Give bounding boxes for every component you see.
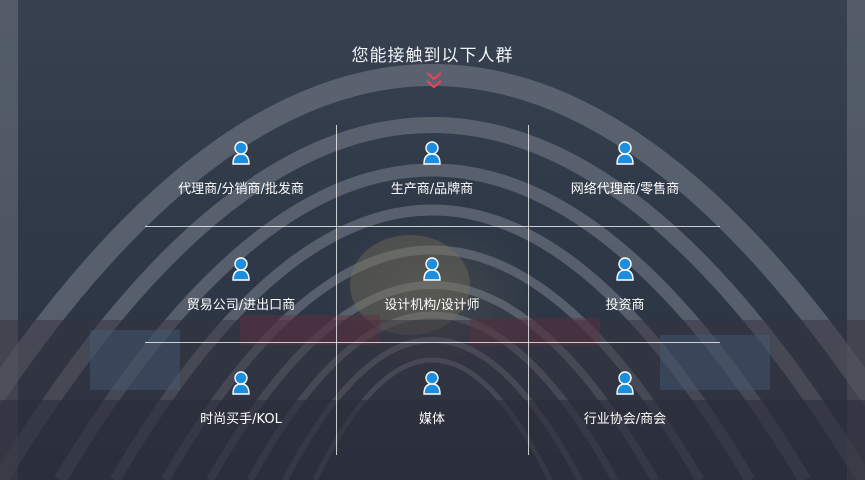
user-icon (423, 371, 441, 395)
audience-item: 生产商/品牌商 (337, 140, 527, 230)
audience-label: 设计机构/设计师 (384, 298, 480, 313)
audience-item: 时尚买手/KOL (146, 370, 336, 460)
audience-label: 时尚买手/KOL (200, 412, 282, 427)
grid-horizontal-line-2 (145, 342, 720, 343)
grid-vertical-line-2 (528, 125, 529, 455)
audience-item: 设计机构/设计师 (337, 256, 527, 346)
grid-horizontal-line-1 (145, 226, 720, 227)
audience-label: 贸易公司/进出口商 (186, 298, 296, 313)
user-icon (616, 257, 634, 281)
audience-item: 投资商 (530, 256, 720, 346)
audience-label: 代理商/分销商/批发商 (178, 182, 304, 197)
user-icon (232, 371, 250, 395)
audience-label: 生产商/品牌商 (390, 182, 474, 197)
double-chevron-down-icon[interactable] (424, 70, 444, 94)
audience-label: 投资商 (605, 298, 645, 313)
user-icon (423, 257, 441, 281)
grid-vertical-line-1 (336, 125, 337, 455)
user-icon (616, 141, 634, 165)
audience-item: 代理商/分销商/批发商 (146, 140, 336, 230)
audience-item: 网络代理商/零售商 (530, 140, 720, 230)
audience-label: 行业协会/商会 (583, 412, 667, 427)
section-title: 您能接触到以下人群 (351, 46, 514, 66)
audience-item: 贸易公司/进出口商 (146, 256, 336, 346)
audience-item: 媒体 (337, 370, 527, 460)
user-icon (232, 141, 250, 165)
audience-label: 网络代理商/零售商 (570, 182, 680, 197)
user-icon (423, 141, 441, 165)
audience-label: 媒体 (418, 412, 445, 427)
user-icon (616, 371, 634, 395)
user-icon (232, 257, 250, 281)
audience-item: 行业协会/商会 (530, 370, 720, 460)
